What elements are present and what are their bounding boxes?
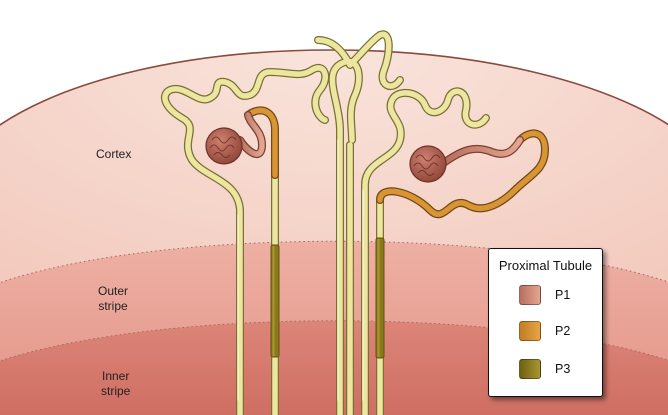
inner-stripe-label-line1: Inner: [101, 369, 130, 383]
glomerulus-left: [205, 127, 243, 165]
outer-stripe-label-line2: stripe: [98, 299, 128, 313]
inner-stripe-label: Inner stripe: [101, 369, 130, 399]
outer-stripe-label: Outer stripe: [98, 284, 128, 314]
p1-swatch: [519, 285, 541, 305]
inner-stripe-label-line2: stripe: [101, 384, 131, 398]
collecting-duct: [329, 58, 362, 415]
right-p3: [375, 237, 385, 359]
legend-box: Proximal Tubule P1 P2 P3: [488, 248, 603, 397]
inner-stripe-boundary: [0, 320, 668, 362]
glomerulus-right: [409, 145, 447, 183]
legend-label-p3: P3: [555, 362, 571, 376]
left-outer-tubule: [162, 65, 329, 415]
p2-segments: [244, 106, 549, 219]
legend-label-p1: P1: [555, 288, 571, 302]
legend-title: Proximal Tubule: [498, 258, 593, 273]
p3-segments: [270, 237, 385, 359]
tubule-yellow: [162, 31, 489, 415]
cortex-label: Cortex: [96, 147, 132, 161]
left-p3: [270, 244, 280, 358]
legend-label-p2: P2: [555, 324, 571, 338]
legend-item-p1: P1: [519, 285, 570, 305]
p3-swatch: [519, 359, 541, 379]
p2-swatch: [519, 321, 541, 341]
p1-segments: [236, 111, 524, 166]
left-p1: [237, 112, 265, 157]
legend-item-p2: P2: [519, 321, 570, 341]
collecting-duct-top: [315, 31, 403, 89]
right-p2: [377, 130, 548, 217]
right-outer-tubule: [362, 88, 489, 415]
outer-stripe-boundary: [0, 240, 668, 284]
left-p2: [245, 107, 278, 178]
outer-stripe-label-line1: Outer: [98, 284, 129, 298]
right-p1: [442, 137, 523, 165]
legend-item-p3: P3: [519, 359, 570, 379]
